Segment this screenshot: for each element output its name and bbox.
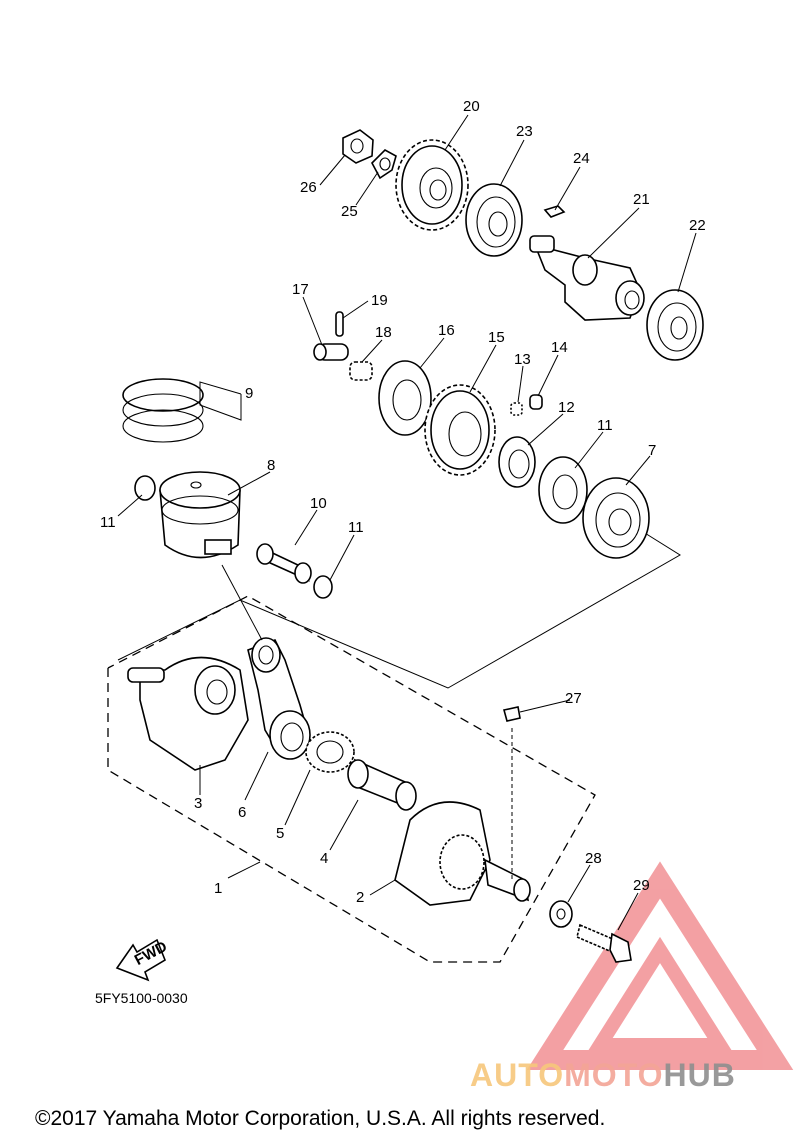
washer-plate-part [538, 456, 588, 524]
callout-21: 20 [463, 98, 480, 115]
callout-2: 2 [356, 889, 364, 906]
callout-19: 18 [375, 324, 392, 341]
spring-small-part [510, 402, 523, 416]
callout-5: 5 [276, 825, 284, 842]
connecting-rod-part [247, 637, 311, 760]
callout-12: 11 [597, 417, 613, 434]
callout-17: 16 [438, 322, 455, 339]
circlip-left-part [134, 475, 156, 501]
callout-1: 1 [214, 880, 222, 897]
plate-part [378, 360, 432, 436]
callout-4: 4 [320, 850, 328, 867]
collar-part [498, 436, 536, 488]
callout-3: 3 [194, 795, 202, 812]
crank-left-half-part [127, 656, 249, 771]
main-bearing-part [582, 477, 650, 559]
pin-part [335, 311, 344, 337]
callout-30: 29 [633, 877, 650, 894]
piston-rings-part [122, 378, 204, 443]
watermark-logo [526, 861, 794, 1070]
callout-29: 28 [585, 850, 602, 867]
primary-drive-gear-part [395, 139, 469, 231]
callout-27: 26 [300, 179, 317, 196]
callout-6: 6 [238, 804, 246, 821]
callout-16: 15 [488, 329, 505, 346]
callout-9: 9 [245, 385, 253, 402]
washer-part [549, 900, 573, 928]
callout-labels: 20 23 24 21 22 26 25 17 19 18 16 15 13 1… [100, 98, 706, 906]
callout-11-right: 11 [348, 519, 364, 536]
callout-18: 17 [292, 281, 309, 298]
callout-20: 19 [371, 292, 388, 309]
lock-washer-part [371, 149, 397, 180]
bearing-right-part [465, 183, 523, 257]
piston-pin-part [256, 543, 312, 584]
crank-right-half-part [529, 235, 645, 321]
spring-part [349, 361, 373, 381]
callout-26: 25 [341, 203, 358, 220]
callout-25: 24 [573, 150, 590, 167]
upper-panel-line [117, 529, 681, 689]
callout-14: 13 [514, 351, 531, 368]
bolt-part [576, 923, 632, 963]
woodruff-key-part [543, 205, 566, 218]
pin-small-part [529, 394, 543, 410]
callout-8: 8 [267, 457, 275, 474]
callout-23: 22 [689, 217, 706, 234]
circlip-right-part [313, 575, 333, 599]
balancer-gear-part [424, 384, 496, 476]
nut-part [342, 129, 374, 164]
callout-22: 21 [633, 191, 650, 208]
callout-15: 14 [551, 339, 568, 356]
copyright-notice: ©2017 Yamaha Motor Corporation, U.S.A. A… [35, 1107, 605, 1130]
callout-10: 10 [310, 495, 327, 512]
piston-part [159, 471, 241, 559]
callout-7: 7 [648, 442, 656, 459]
crank-key-part [503, 706, 521, 722]
plunger-part [313, 343, 349, 361]
watermark-wordmark: AUTOMOTOHUB [470, 1057, 736, 1093]
callout-11-left: 11 [100, 514, 116, 531]
leader-lines [117, 114, 697, 931]
callout-13: 12 [558, 399, 575, 416]
crank-assembly-boundary [107, 595, 596, 963]
watermark-hub: HUB [663, 1057, 735, 1093]
watermark-auto: AUTO [470, 1057, 564, 1093]
callout-28: 27 [565, 690, 582, 707]
fwd-arrow-icon: FWD [115, 938, 170, 982]
bearing-left-part [646, 289, 704, 361]
crank-shaft-part [394, 801, 531, 906]
needle-bearing-part [305, 731, 355, 773]
diagram-code: 5FY5100-0030 [95, 990, 188, 1006]
crank-pin-part [347, 758, 417, 811]
callout-24: 23 [516, 123, 533, 140]
watermark-moto: MOTO [564, 1057, 663, 1093]
